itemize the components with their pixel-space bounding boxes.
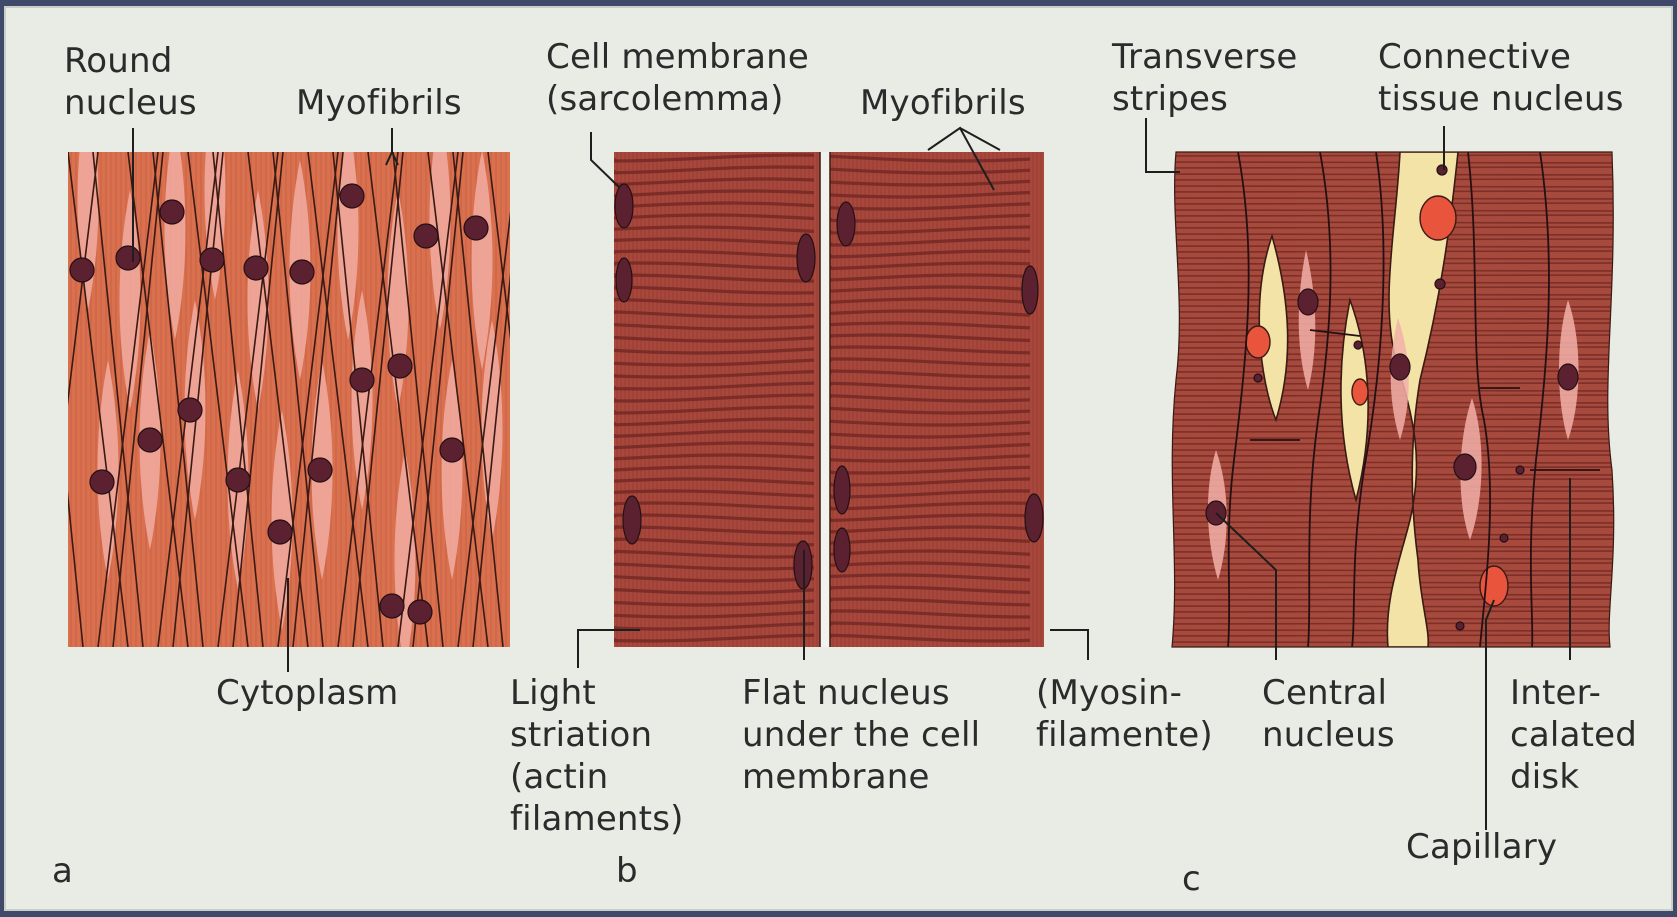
central-nucleus xyxy=(1298,289,1318,315)
flat-nucleus xyxy=(615,184,633,228)
central-nucleus xyxy=(1390,354,1410,380)
capillary xyxy=(1352,379,1368,405)
central-nucleus xyxy=(1558,364,1578,390)
flat-nucleus xyxy=(837,202,855,246)
flat-nucleus xyxy=(1025,494,1043,542)
flat-nucleus xyxy=(834,528,850,572)
flat-nucleus xyxy=(623,496,641,544)
myofibrils-label-b: Myofibrils xyxy=(860,82,1026,124)
cell-membrane-label: Cell membrane(sarcolemma) xyxy=(546,36,809,120)
skeletal-muscle-panel xyxy=(614,152,1044,647)
capillary xyxy=(1420,196,1456,240)
myofibrils-label-a: Myofibrils xyxy=(296,82,462,124)
capillary xyxy=(1246,326,1270,358)
connective-nucleus xyxy=(1437,165,1447,175)
flat-nucleus xyxy=(1022,266,1038,314)
smooth-muscle-panel xyxy=(33,80,583,670)
cytoplasm-label: Cytoplasm xyxy=(216,672,399,714)
central-nucleus xyxy=(1454,454,1476,480)
panel-letter-b: b xyxy=(616,850,638,892)
fiber-gap xyxy=(820,152,830,647)
panel-letter-c: c xyxy=(1182,858,1201,900)
capillary-label: Capillary xyxy=(1406,826,1557,868)
flat-nucleus xyxy=(834,466,850,514)
myosin-label: (Myosin-filamente) xyxy=(1036,672,1213,756)
cardiac-muscle-panel xyxy=(1160,152,1630,647)
flat-nucleus xyxy=(616,258,632,302)
panel-letter-a: a xyxy=(52,850,73,892)
flat-nucleus xyxy=(797,234,815,282)
